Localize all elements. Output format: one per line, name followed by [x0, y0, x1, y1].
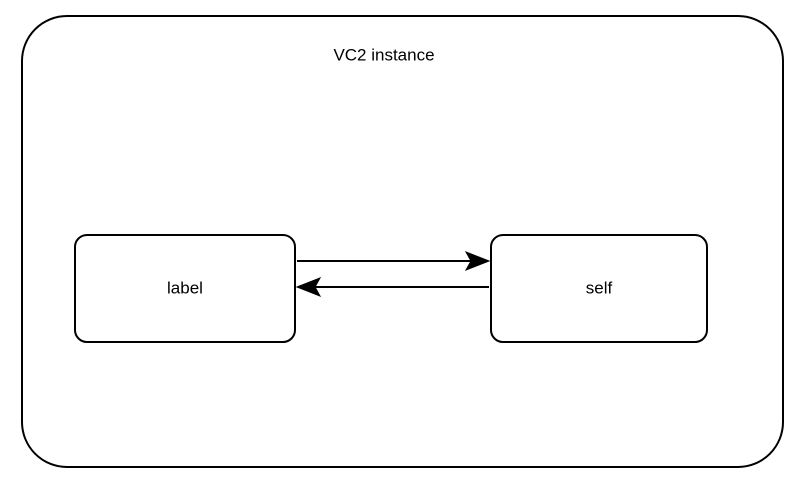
arrowhead-right-icon [464, 251, 491, 271]
node-self-text: self [586, 278, 613, 297]
arrowhead-left-icon [295, 277, 322, 297]
node-label[interactable] [74, 234, 296, 343]
node-label-text: label [167, 278, 203, 297]
container-vc2-instance[interactable] [21, 15, 784, 468]
container-title: VC2 instance [333, 45, 434, 64]
node-self[interactable] [490, 234, 708, 343]
edge-label-to-self[interactable] [297, 251, 491, 271]
edge-self-to-label[interactable] [295, 277, 489, 297]
